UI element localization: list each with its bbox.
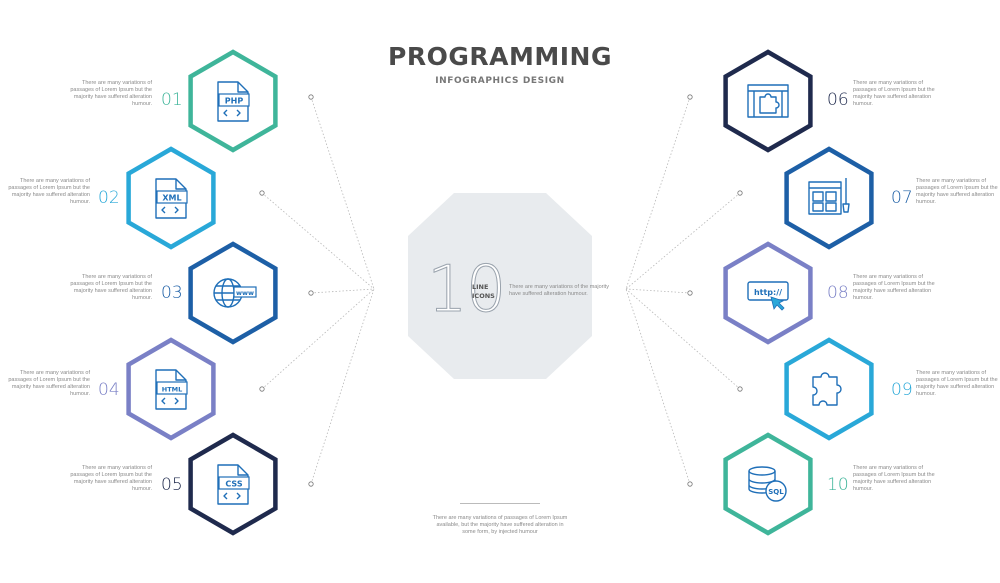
center-label: LINE ICONS [472, 283, 495, 301]
svg-text:HTML: HTML [162, 386, 182, 394]
connector-dot [259, 386, 265, 392]
hexagon-item-05: CSS [188, 432, 278, 536]
connector-line [261, 192, 375, 290]
item-number: 02 [98, 188, 120, 208]
connector-dot [259, 190, 265, 196]
item-number: 07 [891, 188, 913, 208]
hexagon-item-02: XML [126, 146, 216, 250]
connector-line [625, 288, 741, 390]
item-description: There are many variations of passages of… [8, 370, 90, 397]
center-description: There are many variations of the majorit… [509, 284, 609, 297]
www-globe-icon: www [213, 278, 257, 308]
hexagon-item-09 [784, 337, 874, 441]
design-layout-icon [808, 178, 850, 215]
center-hexagon [408, 193, 592, 379]
connector-line [625, 288, 691, 294]
connector-lines [259, 94, 743, 487]
connector-line [310, 96, 375, 290]
bottom-description: There are many variations of passages of… [432, 515, 568, 535]
item-description: There are many variations of passages of… [916, 370, 998, 397]
php-file-icon: PHP [217, 81, 250, 122]
css-file-icon: CSS [217, 464, 250, 505]
svg-text:CSS: CSS [225, 480, 242, 489]
puzzle-piece-icon [812, 372, 842, 406]
item-description: There are many variations of passages of… [70, 465, 152, 492]
page-subtitle: INFOGRAPHICS DESIGN [435, 76, 565, 86]
center-label-line2: ICONS [472, 292, 495, 300]
item-number: 06 [827, 90, 849, 110]
connector-line [625, 192, 741, 290]
connector-line [310, 288, 375, 294]
connector-dot [737, 190, 743, 196]
bottom-divider [460, 503, 540, 504]
svg-text:XML: XML [162, 194, 181, 203]
item-description: There are many variations of passages of… [70, 274, 152, 301]
item-description: There are many variations of passages of… [853, 80, 935, 107]
hexagon-frame [723, 49, 813, 153]
center-big-number: 10 [426, 253, 506, 327]
hexagon-item-07 [784, 146, 874, 250]
hexagon-item-03: www [188, 241, 278, 345]
hexagon-item-06 [723, 49, 813, 153]
item-number: 04 [98, 380, 120, 400]
connector-line [310, 288, 375, 485]
item-number: 05 [161, 475, 183, 495]
connector-dot [687, 94, 693, 100]
item-description: There are many variations of passages of… [853, 465, 935, 492]
plugin-window-icon [747, 84, 789, 118]
item-number: 03 [161, 283, 183, 303]
hexagon-frame [723, 241, 813, 345]
item-number: 08 [827, 283, 849, 303]
item-description: There are many variations of passages of… [853, 274, 935, 301]
connector-line [261, 288, 375, 390]
connector-dot [737, 386, 743, 392]
connector-dot [308, 290, 314, 296]
connector-dot [687, 481, 693, 487]
connector-dot [308, 94, 314, 100]
connector-line [625, 96, 691, 290]
hexagon-item-04: HTML [126, 337, 216, 441]
center-label-line1: LINE [472, 283, 489, 291]
connector-dot [308, 481, 314, 487]
connector-dot [687, 290, 693, 296]
item-number: 01 [161, 90, 183, 110]
item-description: There are many variations of passages of… [916, 178, 998, 205]
http-link-icon: http:// [747, 281, 789, 311]
item-number: 10 [827, 475, 849, 495]
connector-line [625, 288, 691, 485]
xml-file-icon: XML [155, 178, 188, 219]
svg-text:SQL: SQL [768, 488, 784, 496]
hexagon-frame [784, 146, 874, 250]
svg-text:PHP: PHP [225, 97, 244, 106]
hexagon-item-01: PHP [188, 49, 278, 153]
item-description: There are many variations of passages of… [8, 178, 90, 205]
hexagon-item-08: http:// [723, 241, 813, 345]
hexagon-frame [784, 337, 874, 441]
sql-database-icon: SQL [748, 466, 787, 502]
item-description: There are many variations of passages of… [70, 80, 152, 107]
svg-text:www: www [236, 289, 254, 297]
hexagon-item-10: SQL [723, 432, 813, 536]
item-number: 09 [891, 380, 913, 400]
svg-text:http://: http:// [754, 288, 782, 297]
page-title: PROGRAMMING [388, 42, 612, 71]
html-file-icon: HTML [155, 369, 188, 410]
